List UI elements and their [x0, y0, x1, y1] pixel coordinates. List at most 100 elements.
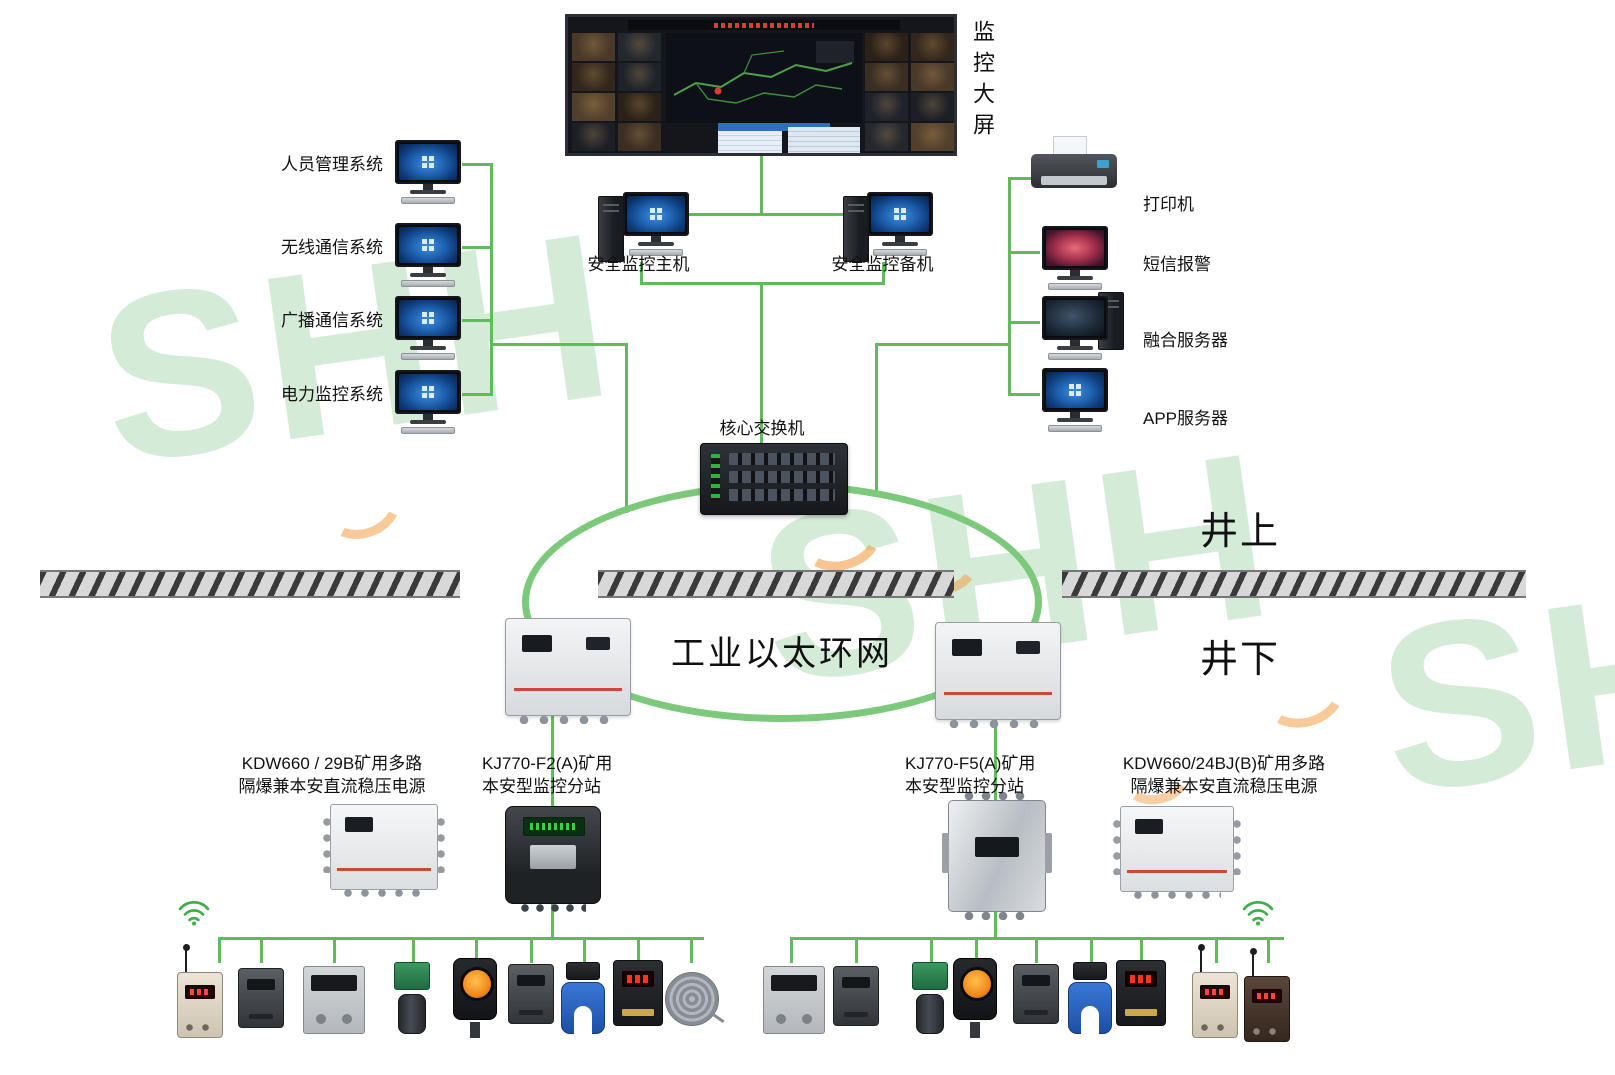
substation-led-display: [523, 817, 585, 836]
label-app-server: APP服务器: [1143, 409, 1229, 428]
sensor-drop-line: [1215, 937, 1218, 963]
sensor-drop-line: [930, 937, 933, 963]
personnel-system-monitor: [392, 140, 464, 204]
connection-line: [1008, 177, 1011, 396]
backup-host-monitor: [864, 192, 936, 256]
screen-glow: [399, 227, 457, 263]
monitor-screen: [1042, 368, 1108, 412]
label-fusion-server: 融合服务器: [1143, 331, 1228, 350]
connection-line: [760, 282, 763, 446]
keyboard: [401, 280, 455, 287]
connection-line: [462, 393, 492, 396]
substation-top-connectors: [963, 792, 1031, 801]
power-supply-right: [1113, 806, 1241, 899]
label-main-host: 安全监控主机: [587, 255, 690, 274]
screen-glow: [627, 196, 685, 232]
control-box-sensor: [1013, 964, 1059, 1024]
power-side-ports: [1233, 819, 1241, 875]
windows-logo-icon: [894, 208, 906, 220]
keyboard: [1048, 425, 1102, 432]
label-right-power-supply: KDW660/24BJ(B)矿用多路 隔爆兼本安直流稳压电源: [1122, 754, 1326, 796]
connection-line: [882, 262, 885, 284]
monitor-screen: [1042, 296, 1108, 340]
monitor-screen: [623, 192, 689, 236]
wifi-icon: [178, 901, 210, 926]
video-tile: [865, 63, 908, 91]
enclosure-red-stripe: [514, 688, 622, 691]
screen-table-titlebar: [718, 123, 830, 131]
antenna: [182, 944, 190, 974]
keyboard: [401, 197, 455, 204]
power-red-stripe: [337, 868, 431, 871]
screen-glow: [871, 196, 929, 232]
video-tile: [911, 63, 954, 91]
connection-line: [490, 163, 493, 396]
video-tile: [572, 123, 615, 151]
substation-cable-glands: [520, 903, 586, 912]
windows-logo-icon: [422, 386, 434, 398]
ground-hatch-middle: [598, 570, 954, 598]
antenna: [1197, 944, 1205, 974]
enclosure-ports: [948, 719, 1048, 728]
red-led-display: [1200, 985, 1230, 999]
big-screen-label: 监控大屏: [970, 20, 995, 144]
substation-nameplate: [530, 845, 576, 869]
video-tile: [572, 33, 615, 61]
power-side-ports: [437, 817, 445, 873]
monitor-screen: [867, 192, 933, 236]
sensor-drop-line: [975, 937, 978, 963]
video-tile: [911, 93, 954, 121]
connection-line: [462, 246, 492, 249]
switch-led-strip: [711, 454, 720, 502]
sensor-drop-line: [530, 937, 533, 963]
label-printer: 打印机: [1143, 195, 1194, 214]
connection-line: [551, 900, 554, 940]
enclosure-display: [952, 639, 982, 656]
keyboard: [1048, 283, 1102, 290]
video-tile: [618, 63, 661, 91]
sensor-label-strip: [1125, 1009, 1157, 1016]
antenna: [1249, 948, 1257, 978]
keyboard: [1048, 353, 1102, 360]
label-right-station: KJ770-F5(A)矿用 本安型监控分站: [905, 754, 1036, 796]
power-monitoring-system-monitor: [392, 370, 464, 434]
sensor-drop-line: [1140, 937, 1143, 963]
connection-line: [462, 319, 492, 322]
sensor-drop-line: [260, 937, 263, 963]
monitor-screen: [395, 223, 461, 267]
label-left-station: KJ770-F2(A)矿用 本安型监控分站: [482, 754, 613, 796]
pressure-gauge-sensor: [452, 958, 498, 1038]
monitor-screen: [395, 370, 461, 414]
mine-map-display: [666, 33, 862, 123]
sensor-drop-line: [690, 937, 693, 963]
windows-logo-icon: [650, 208, 662, 220]
label-core-switch: 核心交换机: [719, 419, 805, 438]
wireless-comm-system-monitor: [392, 223, 464, 287]
label-ethernet-ring: 工业以太环网: [671, 635, 893, 673]
ground-hatch-left: [40, 570, 460, 598]
monitor-screen: [395, 140, 461, 184]
power-display: [1135, 819, 1163, 834]
enclosure-red-stripe: [944, 692, 1052, 695]
connection-line: [686, 213, 846, 216]
label-sms-alarm: 短信报警: [1143, 255, 1211, 274]
substation-bottom-connectors: [963, 911, 1031, 920]
printer-screen: [1097, 160, 1109, 168]
video-tile: [618, 123, 661, 151]
switch-status-sensor: [833, 966, 879, 1026]
power-bottom-ports: [343, 889, 425, 897]
enclosure-display: [522, 635, 552, 652]
keyboard: [629, 249, 683, 256]
windows-logo-icon: [422, 239, 434, 251]
label-personnel-system: 人员管理系统: [281, 155, 383, 174]
sensor-label-strip: [622, 1009, 654, 1016]
sensor-drop-line: [333, 937, 336, 963]
label-underground-zone: 井下: [1200, 639, 1281, 681]
sensor-drop-line: [583, 937, 586, 963]
connection-line: [551, 712, 554, 808]
substation-display: [975, 837, 1019, 857]
cable-reel: [665, 972, 719, 1026]
windows-logo-icon: [1069, 384, 1081, 396]
windows-logo-icon: [422, 156, 434, 168]
